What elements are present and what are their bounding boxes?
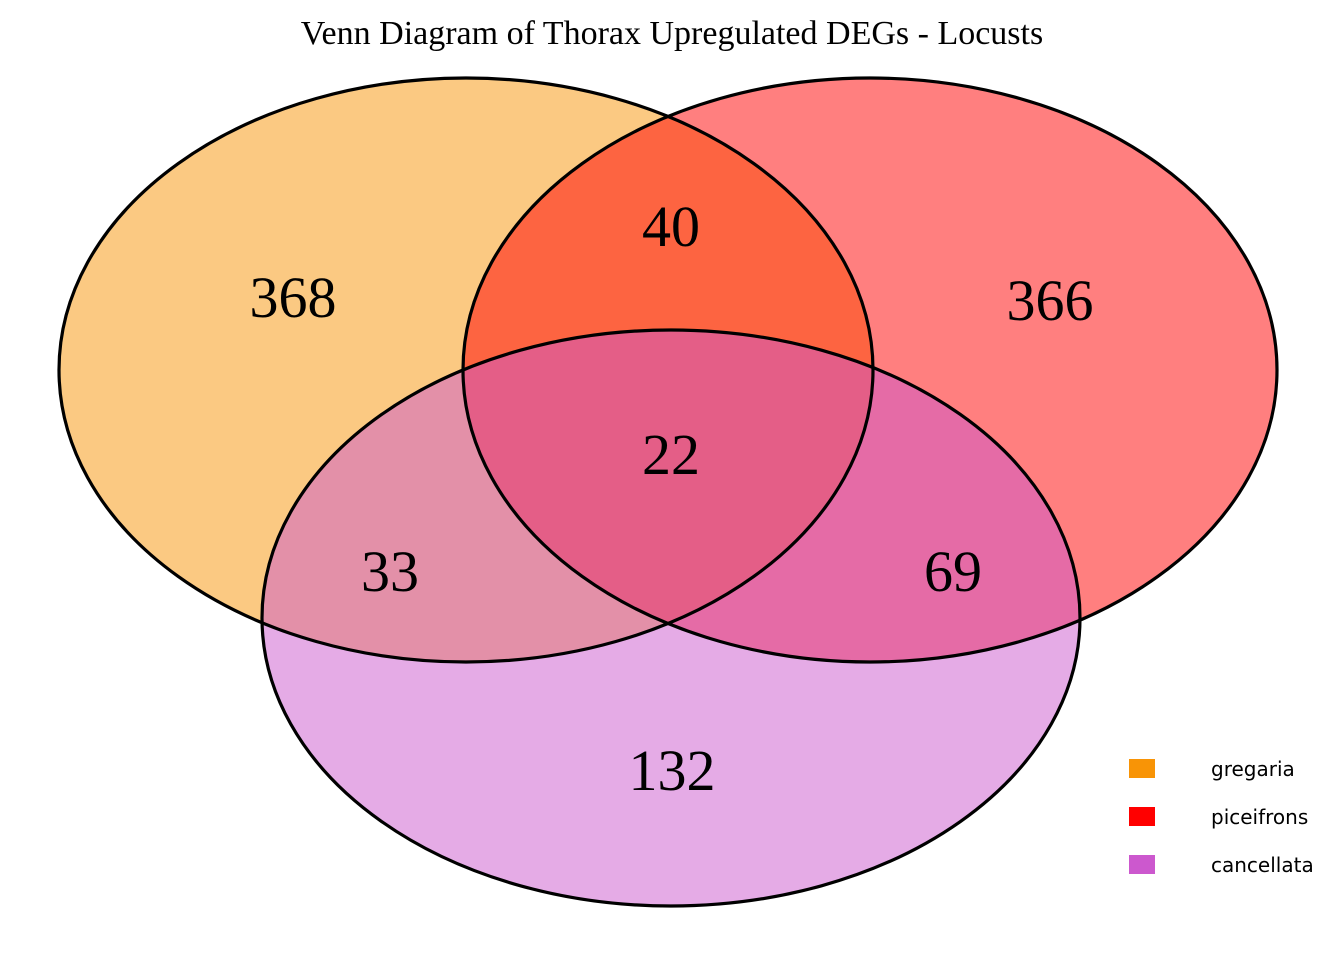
count-gregaria-only: 368 bbox=[250, 265, 337, 330]
cancellata-ellipse-fill bbox=[262, 330, 1080, 906]
legend-label-gregaria: gregaria bbox=[1211, 757, 1295, 781]
legend-item-piceifrons: piceifrons bbox=[1129, 805, 1308, 829]
legend-label-piceifrons: piceifrons bbox=[1211, 805, 1308, 829]
chart-title: Venn Diagram of Thorax Upregulated DEGs … bbox=[301, 15, 1043, 52]
venn-outlines bbox=[57, 76, 1279, 908]
cancellata-ellipse-outline bbox=[260, 328, 1082, 908]
count-gregaria-piceifrons: 40 bbox=[642, 194, 700, 259]
gregaria-ellipse-outline bbox=[57, 76, 875, 664]
legend-swatch-cancellata bbox=[1129, 855, 1155, 874]
count-piceifrons-only: 366 bbox=[1007, 268, 1094, 333]
legend-item-gregaria: gregaria bbox=[1129, 757, 1295, 781]
count-all-three: 22 bbox=[642, 422, 700, 487]
venn-fills bbox=[59, 78, 1277, 906]
legend-label-cancellata: cancellata bbox=[1211, 853, 1314, 877]
count-piceifrons-cancellata: 69 bbox=[924, 539, 982, 604]
count-gregaria-cancellata: 33 bbox=[361, 539, 419, 604]
count-cancellata-only: 132 bbox=[629, 738, 716, 803]
legend-swatch-piceifrons bbox=[1129, 807, 1155, 826]
legend: gregaria piceifrons cancellata bbox=[1129, 757, 1314, 877]
legend-swatch-gregaria bbox=[1129, 759, 1155, 778]
venn-region-counts: 368 40 366 22 33 69 132 bbox=[250, 194, 1094, 803]
legend-item-cancellata: cancellata bbox=[1129, 853, 1314, 877]
